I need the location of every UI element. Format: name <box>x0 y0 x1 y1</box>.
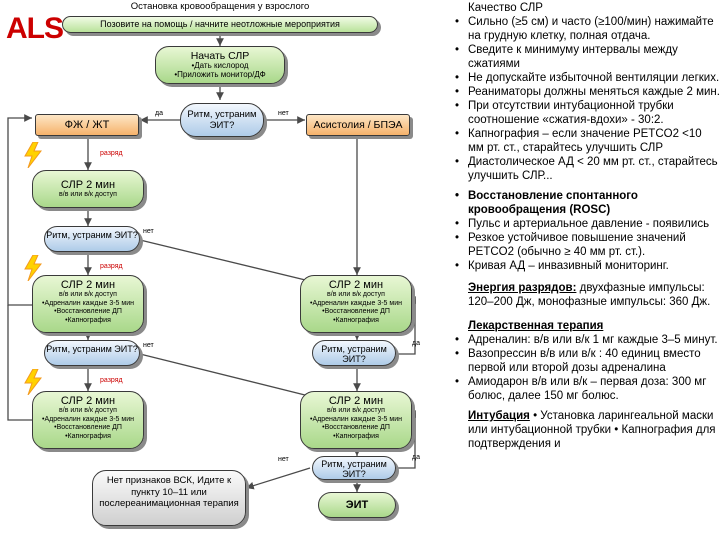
rhythm-check-2: Ритм, устраним ЭИТ? <box>44 226 140 252</box>
rhythm-check-1: Ритм, устраним ЭИТ? <box>180 103 264 137</box>
rhythm-check-3-left: Ритм, устраним ЭИТ? <box>44 340 140 366</box>
no-signs-box: Нет признаков ВСК, Идите к пункту 10–11 … <box>92 470 246 526</box>
shock-bolt-icon <box>24 255 42 281</box>
cpr-box-3-right-item-3: •Восстановление ДП <box>322 424 390 431</box>
cpr-box-3-left-item-4: •Капнография <box>65 432 111 440</box>
label-yes-3: да <box>412 454 420 461</box>
cpr-quality-item: Не допускайте избыточной вентиляции легк… <box>452 71 720 85</box>
intubation-block: Интубация • Установка ларингеальной маск… <box>452 409 720 451</box>
cpr-box-2-left-item-3: •Восстановление ДП <box>54 308 122 315</box>
cpr-box-2-left-item-1: в/в или в/к доступ <box>59 291 117 298</box>
start-cpr-label: Начать СЛР <box>190 50 250 62</box>
cpr-box-2-right-item-1: в/в или в/к доступ <box>327 291 385 298</box>
cpr-box-2-left-item-4: •Капнография <box>65 316 111 324</box>
drug-item: Адреналин: в/в или в/к 1 мг каждые 3–5 м… <box>452 333 720 347</box>
cpr-box-3-right: СЛР 2 мин в/в или в/к доступ •Адреналин … <box>300 391 412 449</box>
rhythm-check-3-right-label: Ритм, устраним ЭИТ? <box>321 344 387 364</box>
cpr-quality-title: Качество СЛР <box>468 2 543 14</box>
drug-therapy-title: Лекарственная терапия <box>468 320 604 332</box>
label-shock-3: разряд <box>100 377 123 384</box>
rhythm-check-1-label: Ритм, устраним ЭИТ? <box>187 109 257 131</box>
shock-energy-block: Энергия разрядов: двухфазные импульсы: 1… <box>452 281 720 309</box>
cpr-box-2-right-item-4: •Капнография <box>333 316 379 324</box>
cpr-box-3-right-item-4: •Капнография <box>333 432 379 440</box>
rhythm-check-4-right-label: Ритм, устраним ЭИТ? <box>321 459 387 479</box>
cpr-box-1: СЛР 2 мин в/в или в/к доступ <box>32 170 144 208</box>
call-help-box: Позовите на помощь / начните неотложные … <box>62 16 378 33</box>
shock-bolt-icon <box>24 142 42 168</box>
cpr-box-3-right-item-1: в/в или в/к доступ <box>327 407 385 414</box>
rosc-label: ЭИТ <box>345 499 369 511</box>
drug-list: Адреналин: в/в или в/к 1 мг каждые 3–5 м… <box>452 333 720 403</box>
flow-connectors <box>7 34 416 492</box>
asystole-pea-box: Асистолия / БПЭА <box>306 114 410 136</box>
label-yes-1: да <box>155 110 163 117</box>
cpr-box-2-right-item-3: •Восстановление ДП <box>322 308 390 315</box>
cpr-quality-item: Сильно (≥5 см) и часто (≥100/мин) нажима… <box>452 15 720 43</box>
label-no-1: нет <box>278 110 289 117</box>
rhythm-check-3-right: Ритм, устраним ЭИТ? <box>312 340 396 366</box>
rosc-box: ЭИТ <box>318 492 396 518</box>
intubation-label: Интубация <box>468 410 530 422</box>
label-yes-2: да <box>412 340 420 347</box>
label-no-4: нет <box>278 456 289 463</box>
drug-item: Амиодарон в/в или в/к – первая доза: 300… <box>452 375 720 403</box>
cpr-box-3-left-title: СЛР 2 мин <box>60 395 116 407</box>
label-no-3: нет <box>143 342 154 349</box>
call-help-label: Позовите на помощь / начните неотложные … <box>100 19 340 29</box>
rhythm-check-4-right: Ритм, устраним ЭИТ? <box>312 456 396 480</box>
rosc-item: Кривая АД – инвазивный мониторинг. <box>452 259 720 273</box>
rosc-item: Пульс и артериальное давление - появилис… <box>452 217 720 231</box>
cpr-quality-list: Сильно (≥5 см) и часто (≥100/мин) нажима… <box>452 15 720 183</box>
label-shock-2: разряд <box>100 263 123 270</box>
cpr-quality-item: Капнография – если значение PETCO2 <10 м… <box>452 127 720 155</box>
cpr-quality-item: Реаниматоры должны меняться каждые 2 мин… <box>452 85 720 99</box>
cpr-box-2-left-item-2: •Адреналин каждые 3-5 мин <box>42 299 134 307</box>
shock-bolt-icon <box>24 369 42 395</box>
start-item-2: •Приложить монитор/ДФ <box>174 69 266 79</box>
cpr-box-1-sub: в/в или в/к доступ <box>59 191 117 198</box>
guidance-panel: Качество СЛР Сильно (≥5 см) и часто (≥10… <box>452 0 720 540</box>
cpr-box-3-right-item-2: •Адреналин каждые 3-5 мин <box>310 415 402 423</box>
cpr-box-3-right-title: СЛР 2 мин <box>328 395 384 407</box>
cpr-quality-item: Диастолическое АД < 20 мм рт. ст., стара… <box>452 155 720 183</box>
als-logo: ALS <box>6 12 64 45</box>
cpr-box-2-left: СЛР 2 мин в/в или в/к доступ •Адреналин … <box>32 275 144 333</box>
cpr-box-1-title: СЛР 2 мин <box>60 179 116 191</box>
page-title: Остановка кровообращения у взрослого <box>130 1 310 12</box>
rosc-item: Резкое устойчивое повышение значений PET… <box>452 231 720 259</box>
drug-item: Вазопрессин в/в или в/к : 40 единиц вмес… <box>452 347 720 375</box>
cpr-box-3-left-item-3: •Восстановление ДП <box>54 424 122 431</box>
cpr-box-2-right-item-2: •Адреналин каждые 3-5 мин <box>310 299 402 307</box>
rosc-title: Восстановление спонтанного кровообращени… <box>452 189 720 217</box>
cpr-box-3-left-item-1: в/в или в/к доступ <box>59 407 117 414</box>
cpr-box-2-right-title: СЛР 2 мин <box>328 279 384 291</box>
vf-vt-label: ФЖ / ЖТ <box>64 119 110 131</box>
asystole-pea-label: Асистолия / БПЭА <box>313 119 403 131</box>
start-item-1: •Дать кислород <box>191 61 249 70</box>
start-cpr-box: Начать СЛР •Дать кислород •Приложить мон… <box>155 46 285 84</box>
cpr-quality-item: Сведите к минимуму интервалы между сжати… <box>452 43 720 71</box>
rosc-list: Восстановление спонтанного кровообращени… <box>452 189 720 273</box>
cpr-quality-item: При отсутствии интубационной трубки соот… <box>452 99 720 127</box>
label-shock-1: разряд <box>100 150 123 157</box>
no-signs-label: Нет признаков ВСК, Идите к пункту 10–11 … <box>99 475 239 509</box>
vf-vt-box: ФЖ / ЖТ <box>35 114 139 136</box>
cpr-box-3-left: СЛР 2 мин в/в или в/к доступ •Адреналин … <box>32 391 144 449</box>
label-no-2: нет <box>143 228 154 235</box>
shock-energy-text: двухфазные импульсы: 120–200 Дж, монофаз… <box>468 282 711 308</box>
cpr-box-2-left-title: СЛР 2 мин <box>60 279 116 291</box>
algorithm-flowchart: Остановка кровообращения у взрослого ALS… <box>6 1 420 526</box>
intubation-text: • Установка ларингеальной маски или инту… <box>468 410 716 450</box>
cpr-box-3-left-item-2: •Адреналин каждые 3-5 мин <box>42 415 134 423</box>
cpr-box-2-right: СЛР 2 мин в/в или в/к доступ •Адреналин … <box>300 275 412 333</box>
shock-energy-label: Энергия разрядов: <box>468 282 577 294</box>
rhythm-check-3-left-label: Ритм, устраним ЭИТ? <box>46 344 138 354</box>
rhythm-check-2-label: Ритм, устраним ЭИТ? <box>46 230 138 240</box>
